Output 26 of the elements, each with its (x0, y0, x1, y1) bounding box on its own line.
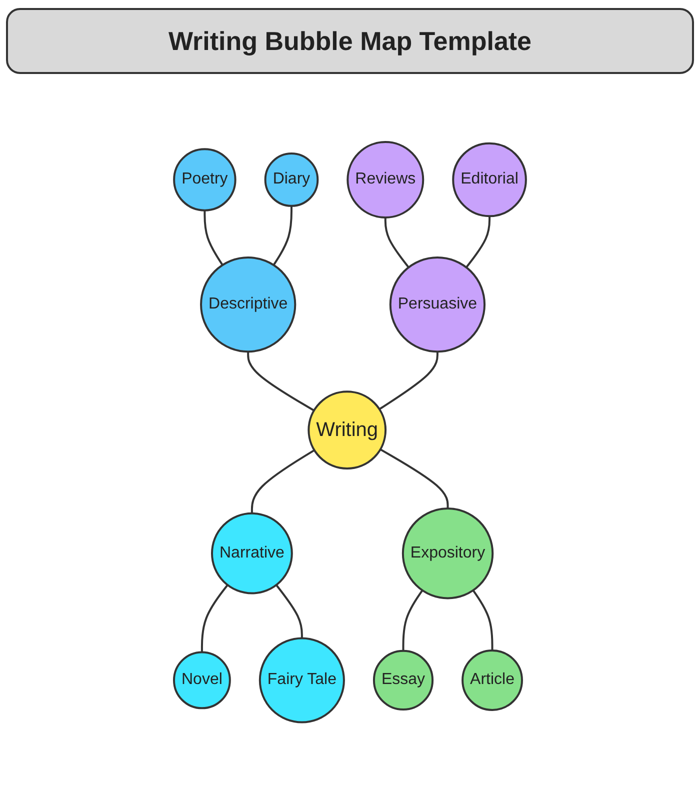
title-banner: Writing Bubble Map Template (6, 8, 694, 74)
connector (276, 584, 303, 639)
node-circle: Expository (402, 508, 494, 600)
node-circle: Poetry (173, 148, 236, 212)
node-circle: Persuasive (389, 256, 486, 353)
node-circle: Reviews (346, 141, 424, 219)
connector (402, 590, 424, 652)
node-circle: Article (462, 650, 524, 712)
node-circle: Diary (264, 152, 319, 208)
connector (272, 206, 293, 266)
node-circle: Narrative (211, 512, 293, 595)
node-circle: Novel (173, 652, 231, 710)
connector (384, 218, 410, 268)
connector (247, 352, 315, 412)
node-circle: Essay (373, 650, 434, 711)
node-circle: Editorial (452, 142, 527, 218)
connector (466, 216, 491, 268)
connector (380, 448, 449, 509)
connector (378, 352, 438, 410)
connector (204, 210, 224, 266)
connector (200, 584, 228, 653)
node-circle: Writing (308, 391, 387, 470)
connector (472, 590, 494, 651)
connector (250, 450, 315, 514)
node-circle: Fairy Tale (258, 638, 345, 724)
node-circle: Descriptive (200, 256, 296, 353)
